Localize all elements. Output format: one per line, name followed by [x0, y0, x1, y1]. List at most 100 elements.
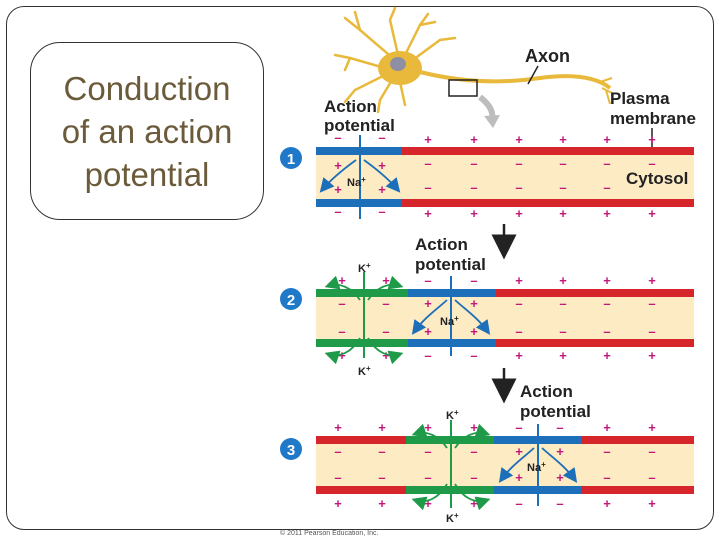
- step-3-k-label-top: K+: [446, 408, 459, 422]
- svg-text:+: +: [603, 420, 611, 435]
- svg-text:+: +: [648, 132, 656, 147]
- svg-text:–: –: [556, 420, 563, 435]
- step-3-ion-flow: [411, 423, 578, 511]
- step-3-axon: [316, 420, 694, 508]
- svg-text:+: +: [334, 420, 342, 435]
- step-1-na-label: Na+: [347, 175, 366, 189]
- svg-text:–: –: [378, 470, 385, 485]
- svg-text:–: –: [556, 496, 563, 511]
- title-line-2: of an action: [61, 112, 233, 150]
- action-potential-label-2b: potential: [415, 255, 486, 274]
- svg-text:–: –: [382, 296, 389, 311]
- plasma-label-1: Plasma: [610, 89, 670, 108]
- svg-text:+: +: [470, 420, 478, 435]
- svg-text:+: +: [470, 296, 478, 311]
- svg-text:–: –: [603, 156, 610, 171]
- svg-text:–: –: [515, 296, 522, 311]
- neuron-illustration: [333, 6, 615, 114]
- svg-text:+: +: [559, 273, 567, 288]
- svg-text:–: –: [470, 470, 477, 485]
- svg-text:–: –: [424, 180, 431, 195]
- title-line-1: Conduction: [63, 69, 231, 107]
- svg-text:+: +: [515, 470, 523, 485]
- svg-text:+: +: [378, 182, 386, 197]
- step-2-k-label-bottom: K+: [358, 364, 371, 378]
- svg-text:–: –: [515, 420, 522, 435]
- svg-text:2: 2: [287, 292, 295, 309]
- plasma-label-2: membrane: [610, 109, 696, 128]
- svg-text:–: –: [338, 324, 345, 339]
- svg-text:+: +: [648, 496, 656, 511]
- slide-frame: [6, 6, 714, 530]
- svg-text:–: –: [470, 156, 477, 171]
- svg-text:+: +: [515, 444, 523, 459]
- svg-text:+: +: [424, 324, 432, 339]
- svg-text:+: +: [515, 348, 523, 363]
- svg-text:+: +: [424, 420, 432, 435]
- svg-text:–: –: [470, 348, 477, 363]
- svg-text:–: –: [378, 204, 385, 219]
- svg-text:+: +: [424, 206, 432, 221]
- svg-text:+: +: [559, 132, 567, 147]
- step-3-na-label: Na+: [527, 460, 546, 474]
- svg-text:+: +: [470, 132, 478, 147]
- action-potential-label-1b: potential: [324, 116, 395, 135]
- svg-text:+: +: [648, 420, 656, 435]
- slide-title: Conduction of an action potential: [31, 67, 263, 196]
- svg-text:–: –: [334, 444, 341, 459]
- svg-text:+: +: [515, 132, 523, 147]
- svg-text:+: +: [648, 273, 656, 288]
- svg-text:–: –: [424, 470, 431, 485]
- step-2-charges: ++ –– ++++ –– ++ –––– –– ++ –––– ++ –– +…: [338, 273, 656, 363]
- svg-text:+: +: [559, 348, 567, 363]
- svg-text:–: –: [603, 470, 610, 485]
- action-potential-label-2a: Action: [415, 235, 468, 254]
- step-2-badge: 2: [280, 288, 302, 310]
- svg-text:+: +: [338, 273, 346, 288]
- svg-text:+: +: [382, 348, 390, 363]
- svg-text:+: +: [334, 182, 342, 197]
- action-potential-label-3b: potential: [520, 402, 591, 421]
- svg-text:+: +: [648, 348, 656, 363]
- svg-text:+: +: [338, 348, 346, 363]
- svg-text:+: +: [556, 444, 564, 459]
- step-2-axon: [316, 272, 694, 358]
- svg-text:–: –: [648, 444, 655, 459]
- svg-text:+: +: [556, 470, 564, 485]
- svg-text:–: –: [378, 130, 385, 145]
- step-1-badge: 1: [280, 147, 302, 169]
- svg-text:+: +: [424, 496, 432, 511]
- svg-text:+: +: [334, 496, 342, 511]
- svg-text:+: +: [378, 158, 386, 173]
- svg-text:+: +: [424, 132, 432, 147]
- svg-text:–: –: [334, 204, 341, 219]
- svg-text:–: –: [648, 324, 655, 339]
- svg-text:–: –: [515, 156, 522, 171]
- svg-text:–: –: [424, 348, 431, 363]
- step-3-k-label-bottom: K+: [446, 511, 459, 525]
- svg-text:+: +: [603, 132, 611, 147]
- step-1-na-flow: [319, 159, 401, 193]
- svg-text:–: –: [559, 296, 566, 311]
- svg-text:–: –: [424, 273, 431, 288]
- svg-text:+: +: [334, 158, 342, 173]
- svg-text:–: –: [648, 296, 655, 311]
- copyright-text: © 2011 Pearson Education, Inc.: [280, 529, 378, 537]
- svg-text:+: +: [559, 206, 567, 221]
- svg-text:+: +: [470, 496, 478, 511]
- svg-text:+: +: [378, 420, 386, 435]
- svg-text:+: +: [648, 206, 656, 221]
- svg-text:–: –: [334, 470, 341, 485]
- svg-text:–: –: [559, 324, 566, 339]
- svg-text:–: –: [470, 444, 477, 459]
- action-potential-label-3a: Action: [520, 382, 573, 401]
- svg-text:–: –: [648, 470, 655, 485]
- svg-text:+: +: [515, 273, 523, 288]
- step-2-na-label: Na+: [440, 314, 459, 328]
- action-potential-label-1a: Action: [324, 97, 377, 116]
- svg-text:+: +: [603, 496, 611, 511]
- axon-label: Axon: [525, 46, 570, 66]
- step-1-charges: –– ++++++ ++ –––––– ++ ––––– –– ++++++: [334, 130, 656, 221]
- svg-text:–: –: [515, 496, 522, 511]
